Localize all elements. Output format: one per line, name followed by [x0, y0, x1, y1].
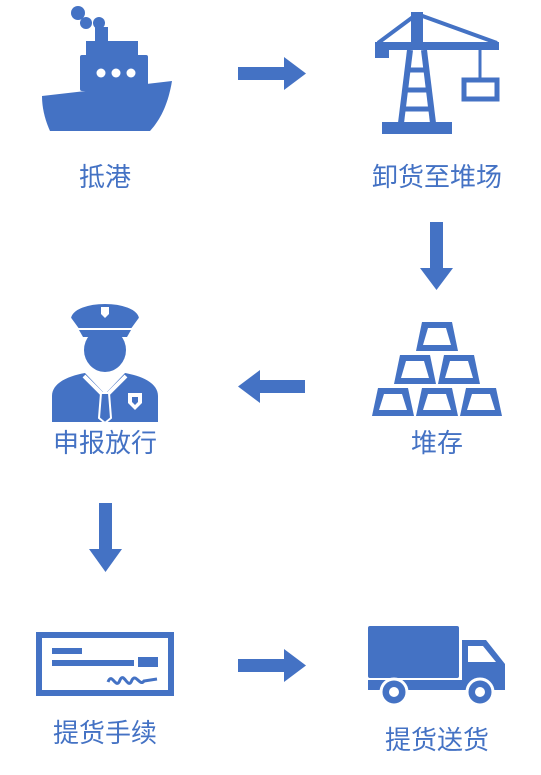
arrow-shaft	[99, 503, 112, 551]
ship-porthole	[96, 68, 106, 78]
gold-bar-face	[401, 361, 429, 378]
crane-counterweight	[375, 49, 389, 58]
truck-wheel-hub	[475, 687, 485, 697]
step-label: 申报放行	[53, 429, 157, 459]
truck-window	[468, 646, 496, 662]
check-line	[52, 660, 134, 666]
arrow-head	[89, 549, 122, 572]
gold-bar-face	[423, 394, 451, 410]
crane-cable	[376, 12, 419, 45]
gold-bar-face	[379, 394, 407, 410]
smoke-puff	[93, 17, 105, 29]
check-signature	[106, 676, 158, 685]
step-pickup-procedures: 提货手续	[36, 632, 174, 749]
check-border	[36, 632, 174, 696]
officer-face	[84, 328, 126, 372]
gold-bars-icon	[372, 322, 502, 416]
arrow-shaft	[258, 380, 305, 393]
arrow-left	[238, 370, 305, 403]
step-label: 抵港	[79, 163, 131, 193]
gold-bar-face	[423, 328, 451, 345]
step-delivery: 提货送货	[368, 626, 505, 756]
arrow-shaft	[238, 659, 286, 672]
gold-bar-face	[445, 361, 473, 378]
step-storage: 堆存	[372, 322, 502, 459]
arrow-down	[89, 503, 122, 572]
ship-porthole	[111, 68, 121, 78]
arrow-head	[238, 370, 260, 403]
smoke-puff	[71, 6, 85, 20]
officer-chest-badge-inner	[132, 397, 138, 405]
check-line	[52, 648, 82, 654]
truck-wheel-hub	[389, 687, 399, 697]
crane-cable	[416, 12, 498, 45]
step-label: 提货手续	[53, 719, 157, 749]
crane-leg	[398, 49, 413, 124]
officer-cap-badge	[101, 307, 109, 318]
officer-tie	[97, 392, 113, 425]
arrow-right	[238, 649, 306, 682]
arrow-shaft	[430, 222, 443, 270]
ship-porthole	[126, 68, 136, 78]
gold-bar-face	[467, 394, 495, 410]
check-amount-box	[138, 657, 158, 667]
step-label: 卸货至堆场	[372, 163, 502, 193]
arrow-right	[238, 57, 306, 90]
arrow-head	[284, 57, 306, 90]
ship-smokestack	[95, 27, 108, 43]
delivery-truck-icon	[368, 626, 505, 707]
crane-icon	[375, 12, 500, 134]
arrow-head	[284, 649, 306, 682]
step-clearance: 申报放行	[52, 302, 158, 459]
smoke-puff	[80, 17, 92, 29]
step-unload: 卸货至堆场	[372, 12, 502, 193]
ship-hull	[42, 81, 172, 131]
ship-upper-deck	[86, 41, 138, 56]
check-document-icon	[36, 632, 174, 696]
truck-cargo-box	[368, 626, 459, 678]
arrow-shaft	[238, 67, 286, 80]
crane-jib	[375, 42, 499, 50]
arrow-head	[420, 268, 453, 290]
ship-icon	[42, 6, 172, 131]
step-label: 提货送货	[385, 726, 489, 756]
crane-mast-top	[411, 12, 423, 44]
truck-chassis	[368, 680, 505, 690]
crane-leg	[421, 49, 436, 124]
customs-officer-icon	[52, 302, 158, 425]
crane-cargo-box	[461, 77, 500, 102]
officer-cap-visor	[79, 330, 131, 337]
step-arrive: 抵港	[42, 6, 172, 193]
crane-base	[382, 122, 452, 134]
step-label: 堆存	[411, 429, 463, 459]
arrow-down	[420, 222, 453, 290]
